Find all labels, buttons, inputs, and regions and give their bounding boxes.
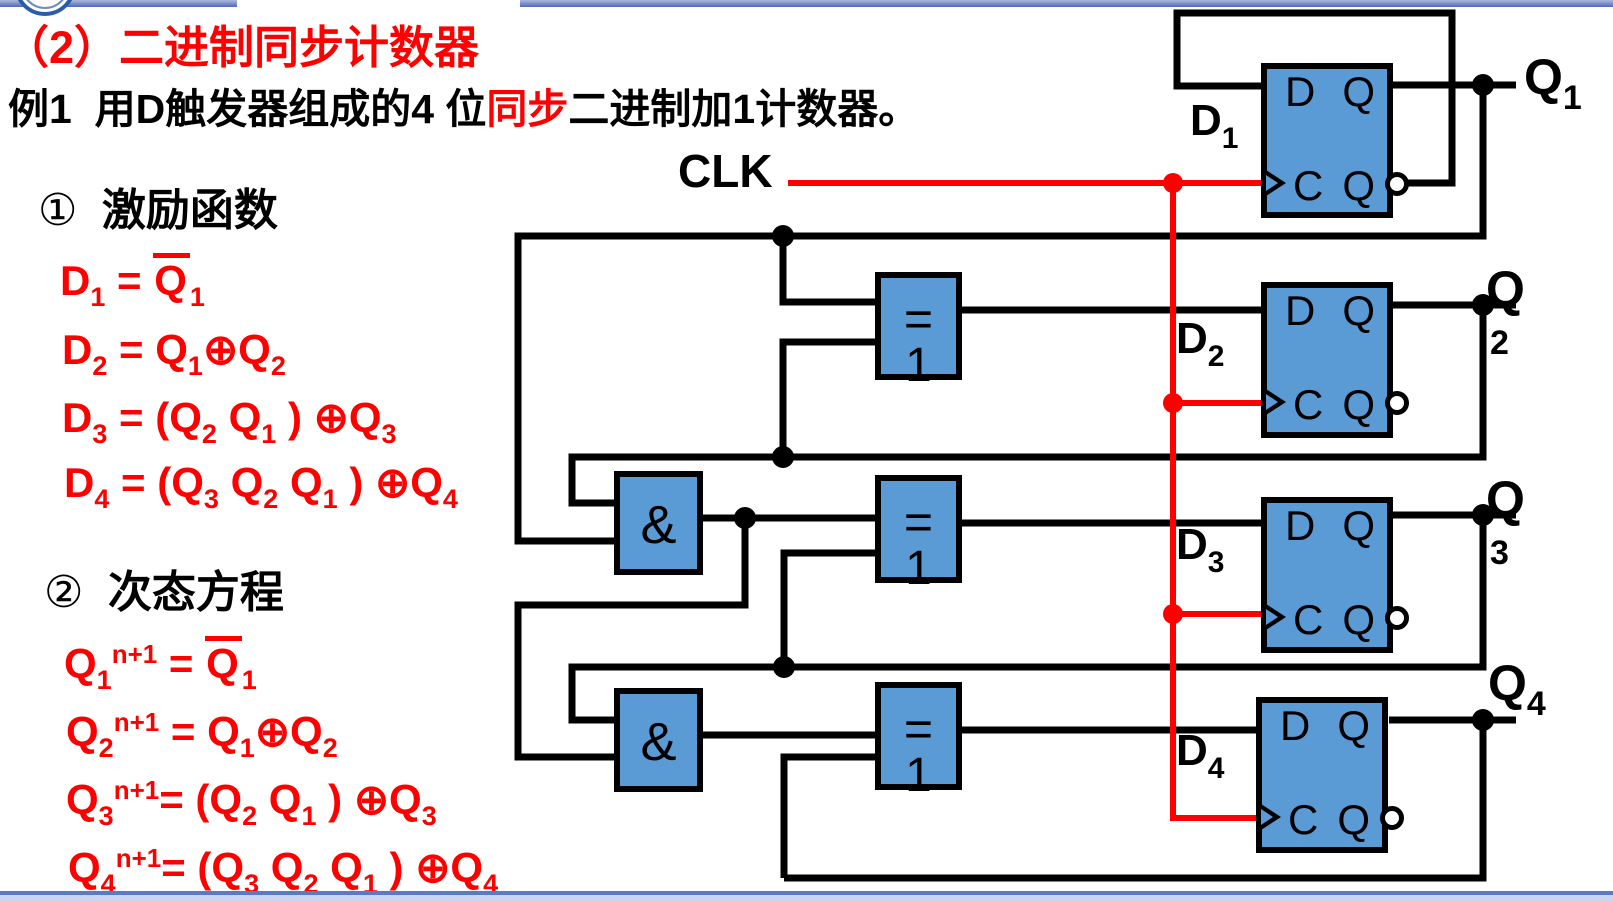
wire-q3-to-xor2 [780,549,875,667]
xor-gate-label-one: 1 [905,749,932,802]
ff-pin-c: C [1288,796,1319,843]
wire-and1-to-and2 [514,518,749,761]
ff-pin-q: Q [1342,502,1375,549]
xor-gate-2: =1 [875,475,962,593]
wire-q1-to-xor1 [779,236,875,306]
ff-pin-qbar: Q [1342,596,1375,643]
ff4-name-label: D4 [1176,726,1225,785]
ff-pin-c: C [1293,596,1324,643]
clock-junction-dots [1163,173,1183,624]
wire-q2-rail [568,305,1487,507]
section1-number: ① [38,186,78,235]
ff-pin-q: Q [1342,287,1375,334]
wire-clk-vertical [1170,183,1256,821]
clock-edge-triangle-icon [1266,604,1286,630]
top-band-left [0,0,237,7]
clock-wires [788,180,1261,821]
section2-number: ② [44,568,84,617]
wire-ff1-qbar-feedback [1173,9,1456,187]
formula-q2next: Q2n+1 = Q1⊕Q2 [66,707,338,763]
xor-gate-1: =1 [875,272,962,390]
wire-q2-to-xor1 [779,338,875,457]
qbar-bubble-icon [1385,391,1409,415]
subtitle-part1: 例1 用D触发器组成的4 位 [8,86,487,132]
and-gate-1: & [614,471,703,575]
top-band-right [520,0,1613,7]
ff-pin-d: D [1285,502,1316,549]
subtitle-part2: 二进制加1计数器。 [568,86,920,132]
output-q4-label: Q4 [1488,655,1546,723]
ff-pin-qbar: Q [1342,162,1375,209]
xor-gate-label-eq: = [903,494,934,550]
ff-pin-c: C [1293,162,1324,209]
wire-junction-dots [734,74,1494,731]
xor-gate-label-eq: = [903,701,934,757]
and-gate-2: & [614,688,703,792]
formula-q4next: Q4n+1= (Q3 Q2 Q1 ) ⊕Q4 [68,843,499,899]
wire-q1-rail [514,85,1487,545]
ff-pin-d: D [1285,287,1316,334]
ff-pin-qbar: Q [1342,381,1375,428]
subtitle-highlight: 同步 [486,86,569,132]
wire-q4-rail [784,720,1487,882]
output-q1-label: Q1 [1524,49,1582,117]
ff-pin-d: D [1280,702,1311,749]
flipflop-4: D Q C Q [1256,697,1404,853]
xor-gate-label-eq: = [903,291,934,347]
example-subtitle: 例1 用D触发器组成的4 位同步二进制加1计数器。 [8,86,919,133]
wire-q4-to-xor3 [780,753,875,878]
formula-d3: D3 = (Q2 Q1 ) ⊕Q3 [62,394,397,449]
section2-label: 次态方程 [107,568,284,617]
ff3-name-label: D3 [1176,520,1225,579]
clk-label: CLK [678,145,773,197]
formula-d2: D2 = Q1⊕Q2 [62,326,286,381]
formula-q3next: Q3n+1= (Q2 Q1 ) ⊕Q3 [66,775,437,831]
xor-gate-label-one: 1 [905,542,932,595]
and-gate-label: & [640,495,677,555]
qbar-bubble-icon [1385,172,1409,196]
flipflop-3: D Q C Q [1261,497,1409,653]
ff-pin-qbar: Q [1337,796,1370,843]
and-gate-label: & [640,712,677,772]
qbar-bubble-icon [1380,806,1404,830]
clock-edge-triangle-icon [1266,170,1286,196]
section2-heading: ② 次态方程 [44,568,284,619]
ff-pin-c: C [1293,381,1324,428]
bottom-divider-line [0,891,1613,895]
ff-pin-q: Q [1342,68,1375,115]
flipflop-1: D Q C Q [1261,63,1409,218]
wire-q3-rail [568,515,1487,724]
flipflop-2: D Q C Q [1261,282,1409,438]
clock-edge-triangle-icon [1261,804,1281,830]
ff2-name-label: D2 [1176,314,1225,373]
section1-heading: ① 激励函数 [38,186,278,237]
clock-edge-triangle-icon [1266,389,1286,415]
ff-pin-q: Q [1337,702,1370,749]
formula-d4: D4 = (Q3 Q2 Q1 ) ⊕Q4 [64,459,458,514]
ff1-name-label: D1 [1190,96,1239,155]
qbar-bubble-icon [1385,606,1409,630]
ff-pin-d: D [1285,68,1316,115]
section1-label: 激励函数 [101,186,278,235]
xor-gate-3: =1 [875,682,962,800]
page-title: （2）二进制同步计数器 [4,22,480,73]
bottom-divider-fill [0,895,1613,901]
xor-gate-label-one: 1 [905,339,932,392]
